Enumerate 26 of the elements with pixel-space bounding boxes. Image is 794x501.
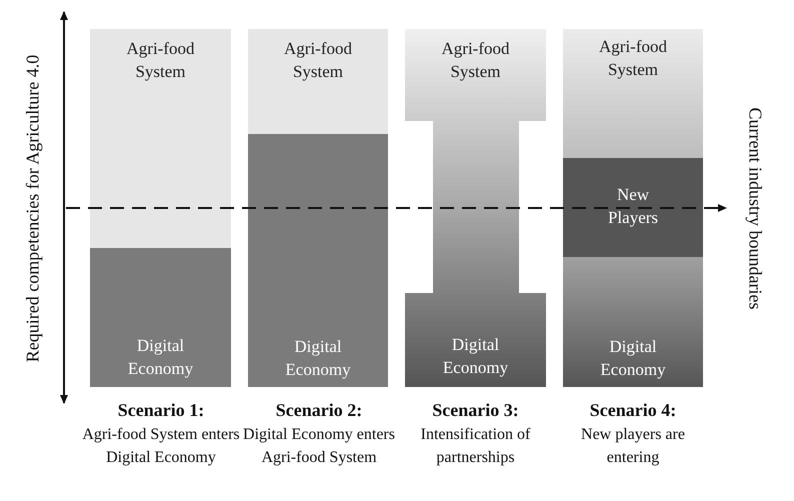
agri-food-block: [90, 29, 231, 248]
scenario-description: New players are entering: [580, 425, 686, 468]
block-label: Agri-food System: [440, 38, 510, 83]
partnership-block: [405, 29, 546, 387]
digital-economy-block: [248, 134, 388, 387]
scenario-description: Agri-food System enters Digital Economy: [81, 425, 241, 468]
agri-food-block: [248, 29, 388, 134]
block-label: Digital Economy: [284, 336, 352, 381]
agri-food-block: [563, 29, 703, 158]
digital-economy-block: [563, 257, 703, 387]
scenario-title: Scenario 4:: [588, 399, 678, 422]
scenario-title: Scenario 3:: [431, 399, 520, 422]
scenario-title: Scenario 2:: [274, 399, 364, 422]
digital-economy-block: [90, 248, 231, 387]
block-label: Agri-food System: [283, 38, 353, 83]
block-label: Agri-food System: [126, 38, 196, 83]
block-label: Digital Economy: [126, 335, 194, 380]
new-players-block: [563, 158, 703, 257]
block-label: Digital Economy: [599, 336, 667, 381]
axis-label: Current industry boundaries: [744, 106, 766, 312]
scenario-description: Intensification of partnerships: [420, 425, 532, 468]
block-label: New Players: [606, 184, 660, 229]
block-label: Digital Economy: [442, 334, 510, 379]
axis-label: Required competencies for Agriculture 4.0: [22, 54, 44, 364]
block-label: Agri-food System: [598, 36, 668, 81]
scenario-title: Scenario 1:: [116, 399, 206, 422]
